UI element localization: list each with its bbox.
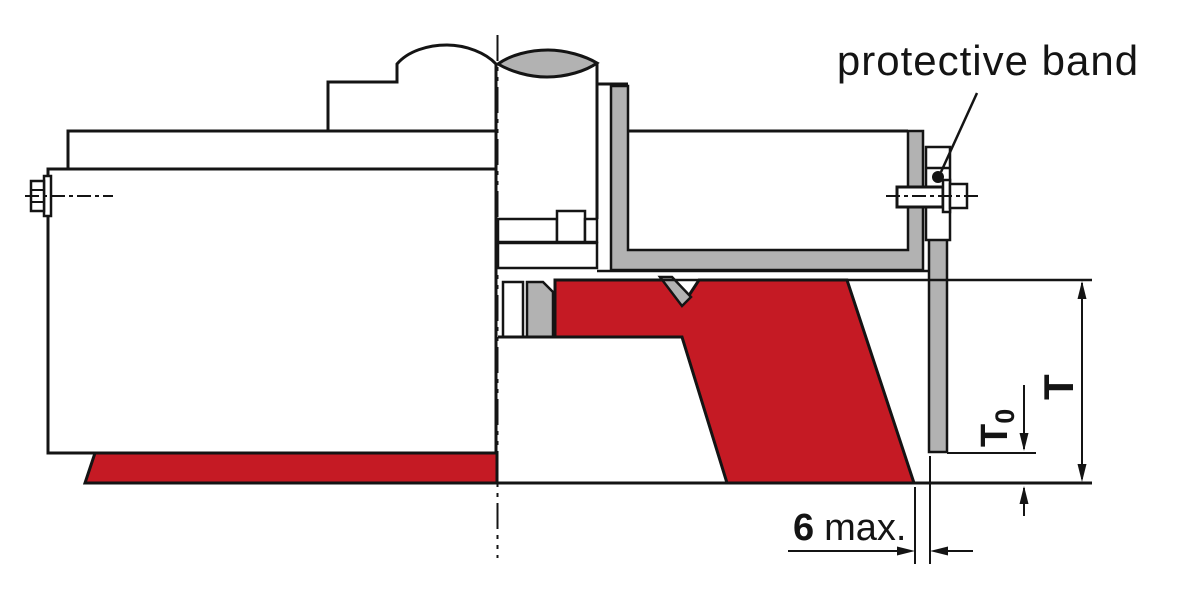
knife-red-region [553, 278, 917, 485]
gib-block [525, 280, 555, 339]
dimension-T-label: T [1035, 374, 1082, 400]
dimension-T0: T0 [974, 385, 1029, 516]
shaft-collar-right [583, 217, 599, 244]
dimension-T: T [1035, 281, 1087, 482]
chip-breaker-sliver [657, 275, 693, 308]
dimension-T0-arrow-up [1019, 486, 1029, 504]
dimension-T-arrow-up [1077, 281, 1087, 299]
shaft-collar-mid [555, 209, 587, 244]
dimension-T-arrow-down [1077, 464, 1087, 482]
dimension-T0-label: T0 [974, 409, 1020, 447]
knife-red-strip-left [82, 451, 499, 485]
callout-protective-band-label: protective band [837, 37, 1139, 84]
callout-leader-line [939, 92, 979, 173]
band-clamp-pin-dot [932, 171, 944, 183]
guard-housing-gray-section [609, 84, 925, 272]
dimension-T0-arrow-down [1019, 433, 1029, 451]
dimension-gap-arrow-right [897, 546, 915, 556]
shaft-flange-box [496, 241, 599, 270]
dimension-gap-arrow-left [930, 546, 948, 556]
shaft-break-lens [495, 48, 600, 79]
wedge-slot-strip [501, 280, 525, 339]
cutter-body-outline [46, 43, 498, 455]
shaft-collar-left [496, 217, 559, 244]
